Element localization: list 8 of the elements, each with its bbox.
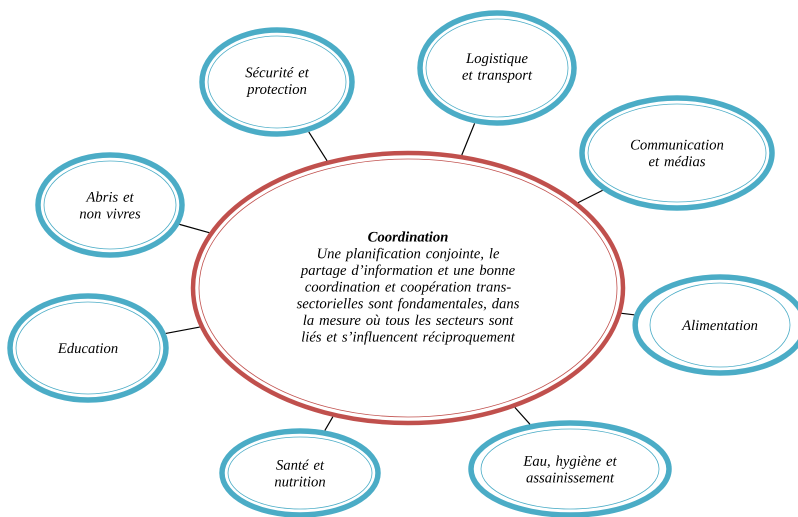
connector-line <box>179 224 210 234</box>
connector-line <box>621 312 634 316</box>
connector-line <box>578 190 603 204</box>
connector-line <box>308 132 328 161</box>
connector-line <box>514 407 530 425</box>
connector-line <box>324 416 334 431</box>
connector-line <box>166 326 200 334</box>
connector-line <box>461 123 476 156</box>
